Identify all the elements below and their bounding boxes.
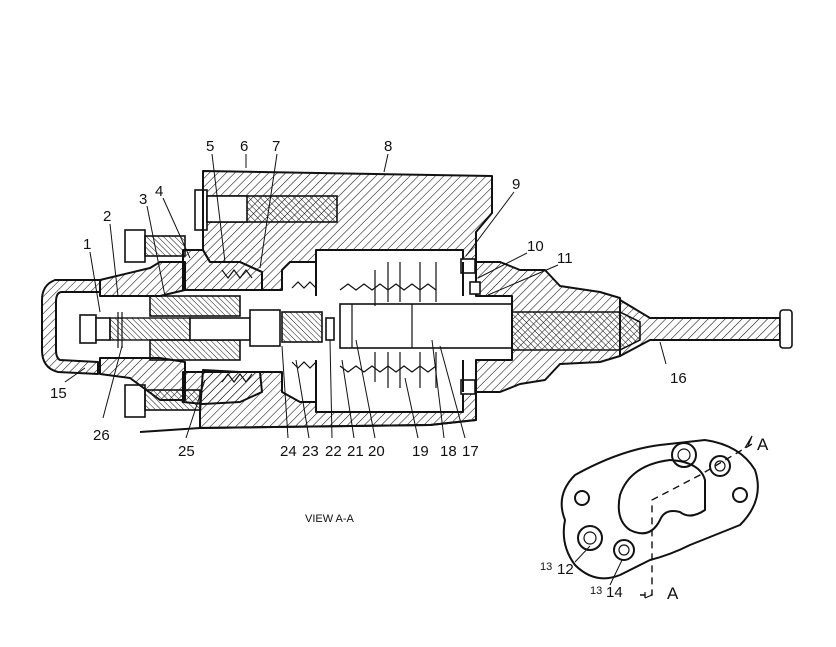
callout-5: 5 (206, 138, 214, 155)
end-cap-15 (41, 279, 101, 375)
bolt-hole (577, 525, 603, 551)
pin-22 (325, 317, 335, 341)
guide-collar (249, 309, 281, 347)
callout-25: 25 (178, 443, 195, 460)
springs (221, 262, 437, 388)
inner-sleeve-top (149, 295, 241, 317)
callout-13-lower: 13 (590, 585, 602, 597)
upper-left-bolt (124, 229, 186, 263)
end-cap-body (99, 261, 186, 297)
callout-13-upper: 13 (540, 561, 552, 573)
bolt-hole (732, 487, 748, 503)
callout-12: 12 (557, 561, 574, 578)
callout-7: 7 (272, 138, 280, 155)
callout-10: 10 (527, 238, 544, 255)
view-a-a-title: VIEW A-A (305, 513, 355, 525)
callout-16: 16 (670, 370, 687, 387)
seal-9 (460, 258, 476, 274)
callout-6: 6 (240, 138, 248, 155)
bolt-hole (709, 455, 731, 477)
leader-lines (64, 153, 667, 439)
callout-1: 1 (83, 236, 91, 253)
callout-9: 9 (512, 176, 520, 193)
bolt-hole (613, 539, 635, 561)
callout-2: 2 (103, 208, 111, 225)
callout-23: 23 (302, 443, 319, 460)
callout-20: 20 (368, 443, 385, 460)
callout-22: 22 (325, 443, 342, 460)
plunger-end-knob (779, 309, 793, 349)
callout-3: 3 (139, 191, 147, 208)
bolt-hole (671, 442, 697, 468)
callout-15: 15 (50, 385, 67, 402)
callout-11: 11 (557, 250, 573, 267)
right-housing (475, 261, 621, 393)
callout-8: 8 (384, 138, 392, 155)
base-plate (139, 410, 477, 433)
callout-21: 21 (347, 443, 364, 460)
section-label-bottom: A (667, 584, 679, 603)
bolt-hole (574, 490, 590, 506)
inner-spring-block (281, 311, 323, 343)
central-rod (189, 317, 251, 341)
section-line (640, 443, 753, 596)
seal-lower (460, 379, 476, 395)
seal-10 (469, 281, 481, 295)
callout-17: 17 (462, 443, 479, 460)
callout-4: 4 (155, 183, 163, 200)
plunger-tip (619, 299, 781, 357)
callout-24: 24 (280, 443, 297, 460)
callout-19: 19 (412, 443, 429, 460)
main-section-view (41, 170, 793, 433)
callout-labels: 1 2 3 4 5 6 7 8 9 10 11 15 16 17 18 19 2… (50, 138, 687, 460)
callout-18: 18 (440, 443, 457, 460)
callout-14: 14 (606, 584, 623, 601)
view-a-a-detail (560, 435, 759, 599)
callout-26: 26 (93, 427, 110, 444)
inner-sleeve-bottom (149, 339, 241, 361)
spool (339, 303, 513, 349)
flange-hub (617, 459, 706, 535)
section-label-top: A (757, 435, 769, 454)
